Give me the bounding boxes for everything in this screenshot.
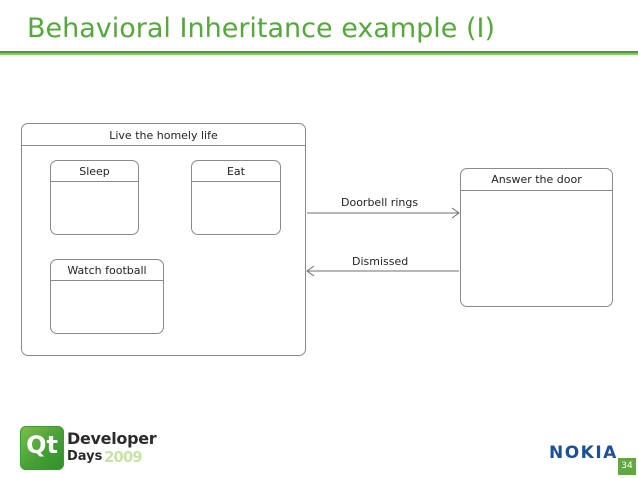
slide-number-badge: 34 [618,458,636,475]
qt-logo-badge [20,426,64,470]
page-title: Behavioral Inheritance example (I) [27,13,496,44]
state-header-divider [461,190,612,191]
state-sleep[interactable]: Sleep [50,160,139,235]
state-title-live-the-homely-life: Live the homely life [109,129,218,142]
state-title-answer-the-door: Answer the door [491,173,582,186]
state-title-eat: Eat [226,165,245,178]
state-header-divider [51,280,163,281]
state-header-divider [51,181,138,182]
title-divider-dark [0,51,638,53]
qt-logo-developer-text: Developer [67,429,157,448]
state-watch-football[interactable]: Watch football [50,259,164,334]
qt-logo-year-text: 2009 [104,448,143,466]
transition-label-dismissed: Dismissed [352,255,409,268]
qt-logo-badge-text: Qt [26,431,58,459]
state-header-divider [22,145,305,146]
state-header-divider [192,181,280,182]
state-answer-the-door[interactable]: Answer the door [460,168,613,307]
qt-developer-days-logo: Qt Developer Days 2009 [20,424,157,472]
nokia-logo: NOKIA [549,443,618,463]
transition-label-doorbell-rings: Doorbell rings [341,196,419,209]
state-eat[interactable]: Eat [191,160,281,235]
state-title-sleep: Sleep [79,165,110,178]
qt-logo-days-text: Days [67,449,103,464]
title-divider-light [0,53,638,55]
state-title-watch-football: Watch football [67,264,147,277]
